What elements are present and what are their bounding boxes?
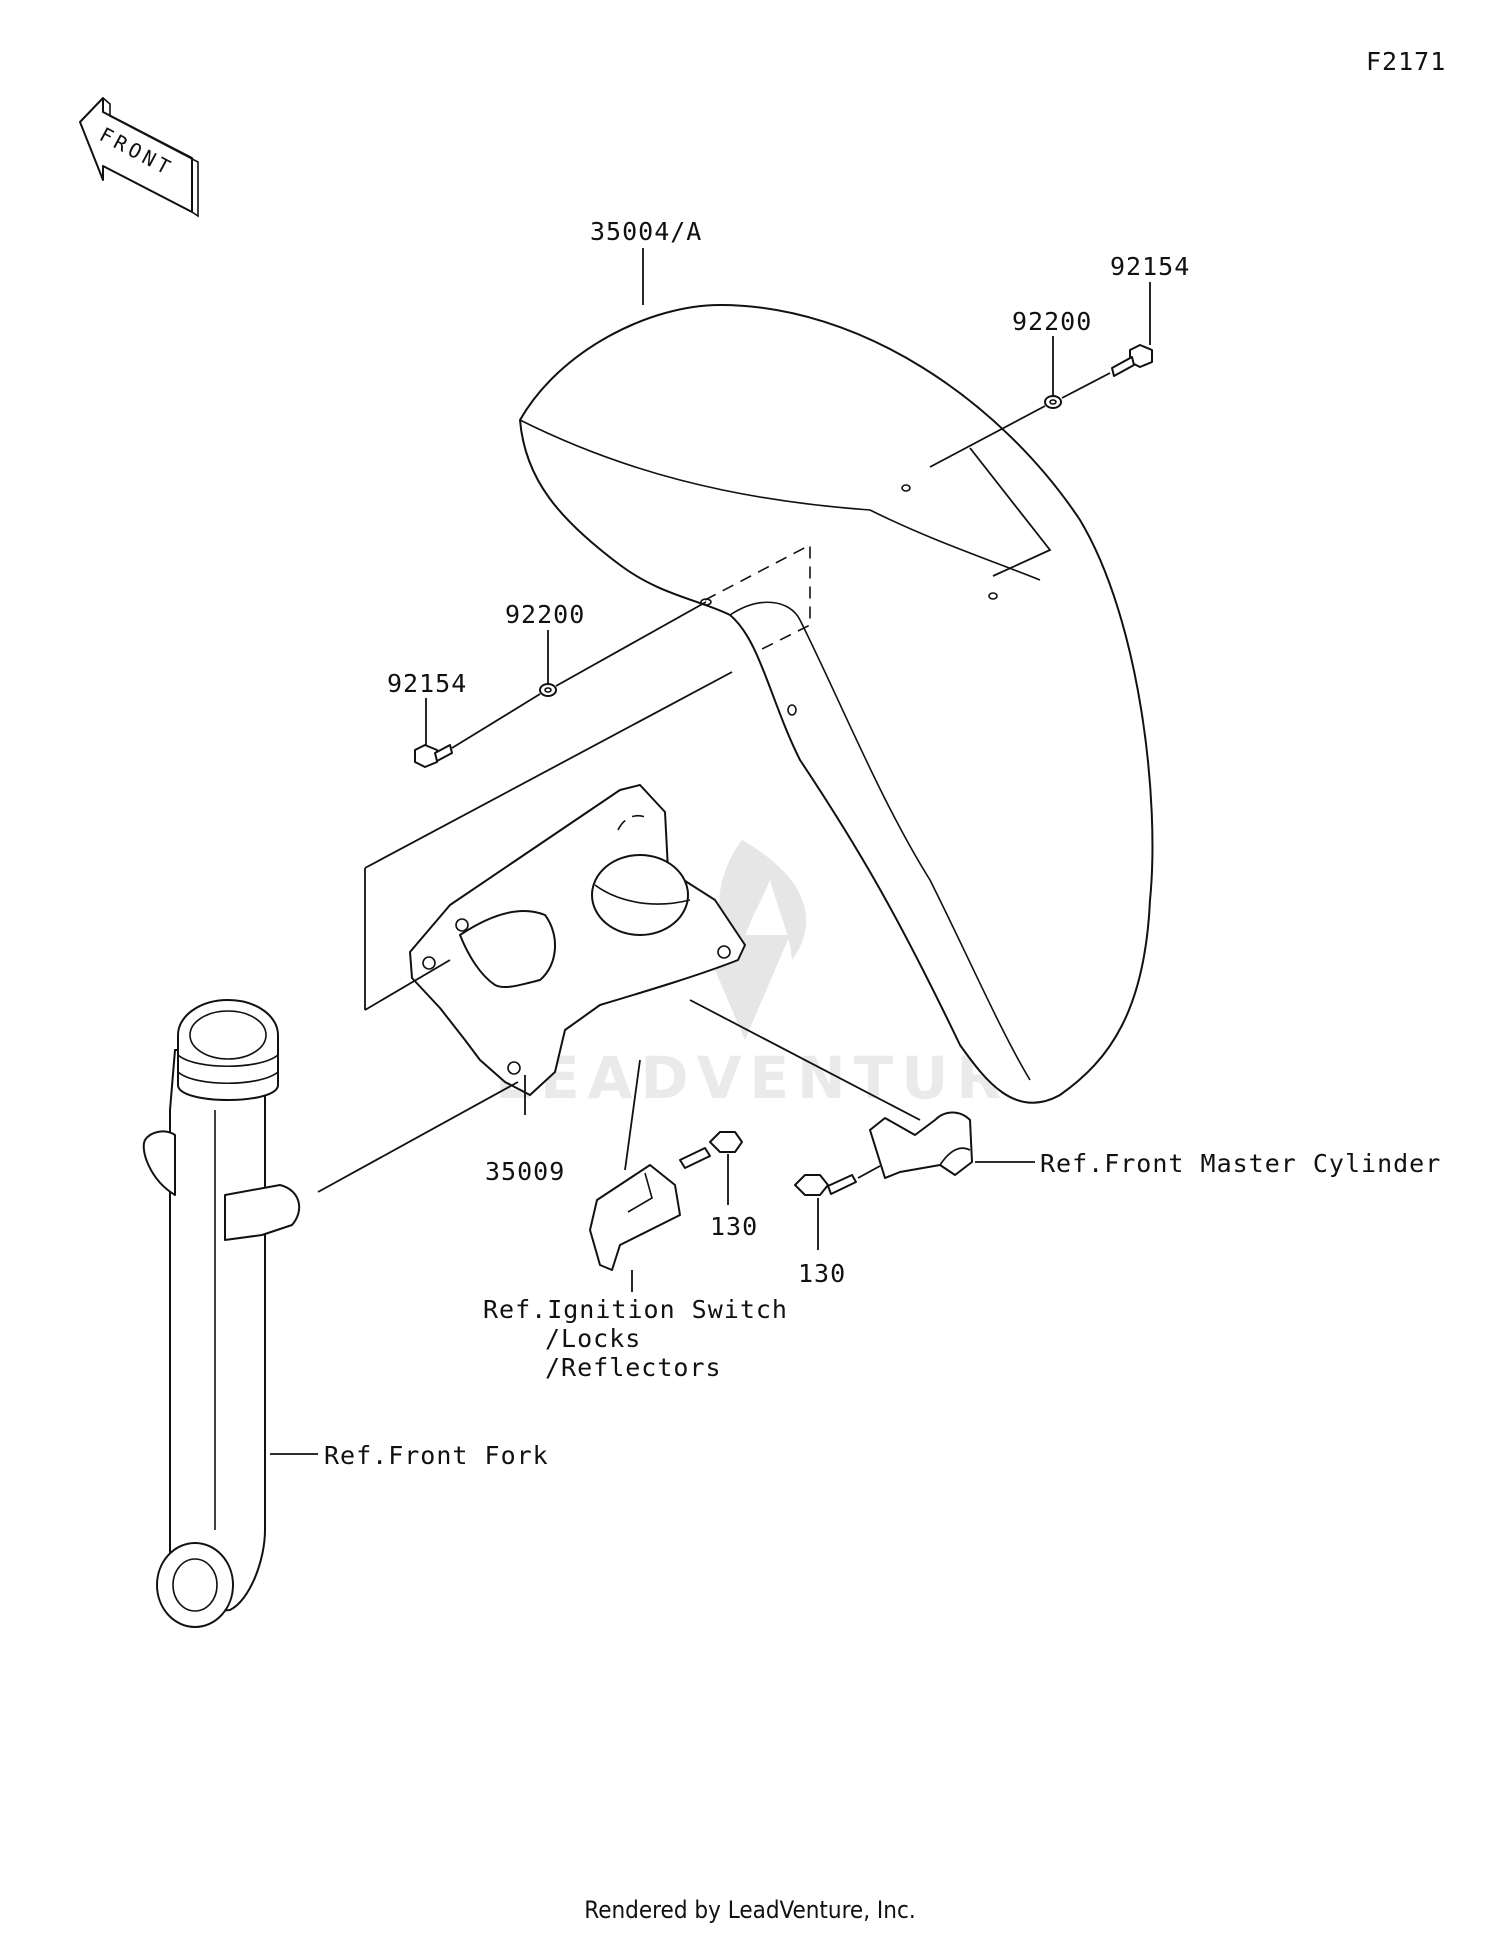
watermark-text: LEADVENTURE: [495, 1044, 1057, 1112]
callout-92200-left: 92200: [505, 600, 585, 629]
fender-bracket: [409, 784, 746, 1096]
leader-fender-hole-right: [969, 447, 1052, 577]
callout-92154-left: 92154: [387, 669, 467, 698]
washer-92200-left: [539, 683, 557, 697]
leader-washer-fender-left: [555, 601, 707, 687]
leader-fork-bracket: [317, 1081, 519, 1193]
front-fender: [519, 304, 1154, 1104]
assembly-outline-top: [364, 671, 733, 869]
bolt-92154-left: [414, 744, 453, 768]
callout-ref-master-cylinder: Ref.Front Master Cylinder: [1040, 1149, 1441, 1178]
washer-92200-right: [1044, 395, 1062, 409]
callout-130-lower: 130: [798, 1259, 846, 1288]
ignition-switch-bracket: [589, 1164, 681, 1271]
callout-130-center: 130: [710, 1212, 758, 1241]
front-fork: [142, 999, 301, 1628]
bolt-130-lower: [794, 1174, 857, 1196]
bolt-130-center: [679, 1131, 743, 1169]
footer-credit: Rendered by LeadVenture, Inc.: [584, 1896, 916, 1924]
leader-bolt-washer-right: [1061, 372, 1111, 399]
callout-35009: 35009: [485, 1157, 565, 1186]
callout-92200-right: 92200: [1012, 307, 1092, 336]
front-arrow-icon: FRONT: [79, 97, 199, 218]
assembly-outline-bottom: [364, 959, 451, 1011]
callout-ref-ignition-line3: /Reflectors: [545, 1353, 722, 1382]
bolt-92154-right: [1111, 344, 1153, 377]
callout-ref-front-fork: Ref.Front Fork: [324, 1441, 549, 1470]
callout-35004A: 35004/A: [590, 217, 702, 246]
leader-bolt-washer-left: [451, 693, 541, 749]
callout-ref-ignition-line2: /Locks: [545, 1324, 641, 1353]
leader-ignition-bracket: [624, 1059, 641, 1171]
alignment-dashed-line: [704, 543, 811, 651]
leader-bolt-clamp: [857, 1165, 881, 1179]
leader-washer-fender-right: [929, 405, 1046, 468]
callout-ref-ignition-line1: Ref.Ignition Switch: [483, 1295, 788, 1324]
figure-id: F2171: [1366, 47, 1446, 76]
master-cylinder-bracket: [869, 1111, 973, 1179]
callout-92154-right: 92154: [1110, 252, 1190, 281]
leader-clamp-bracket: [689, 999, 921, 1121]
